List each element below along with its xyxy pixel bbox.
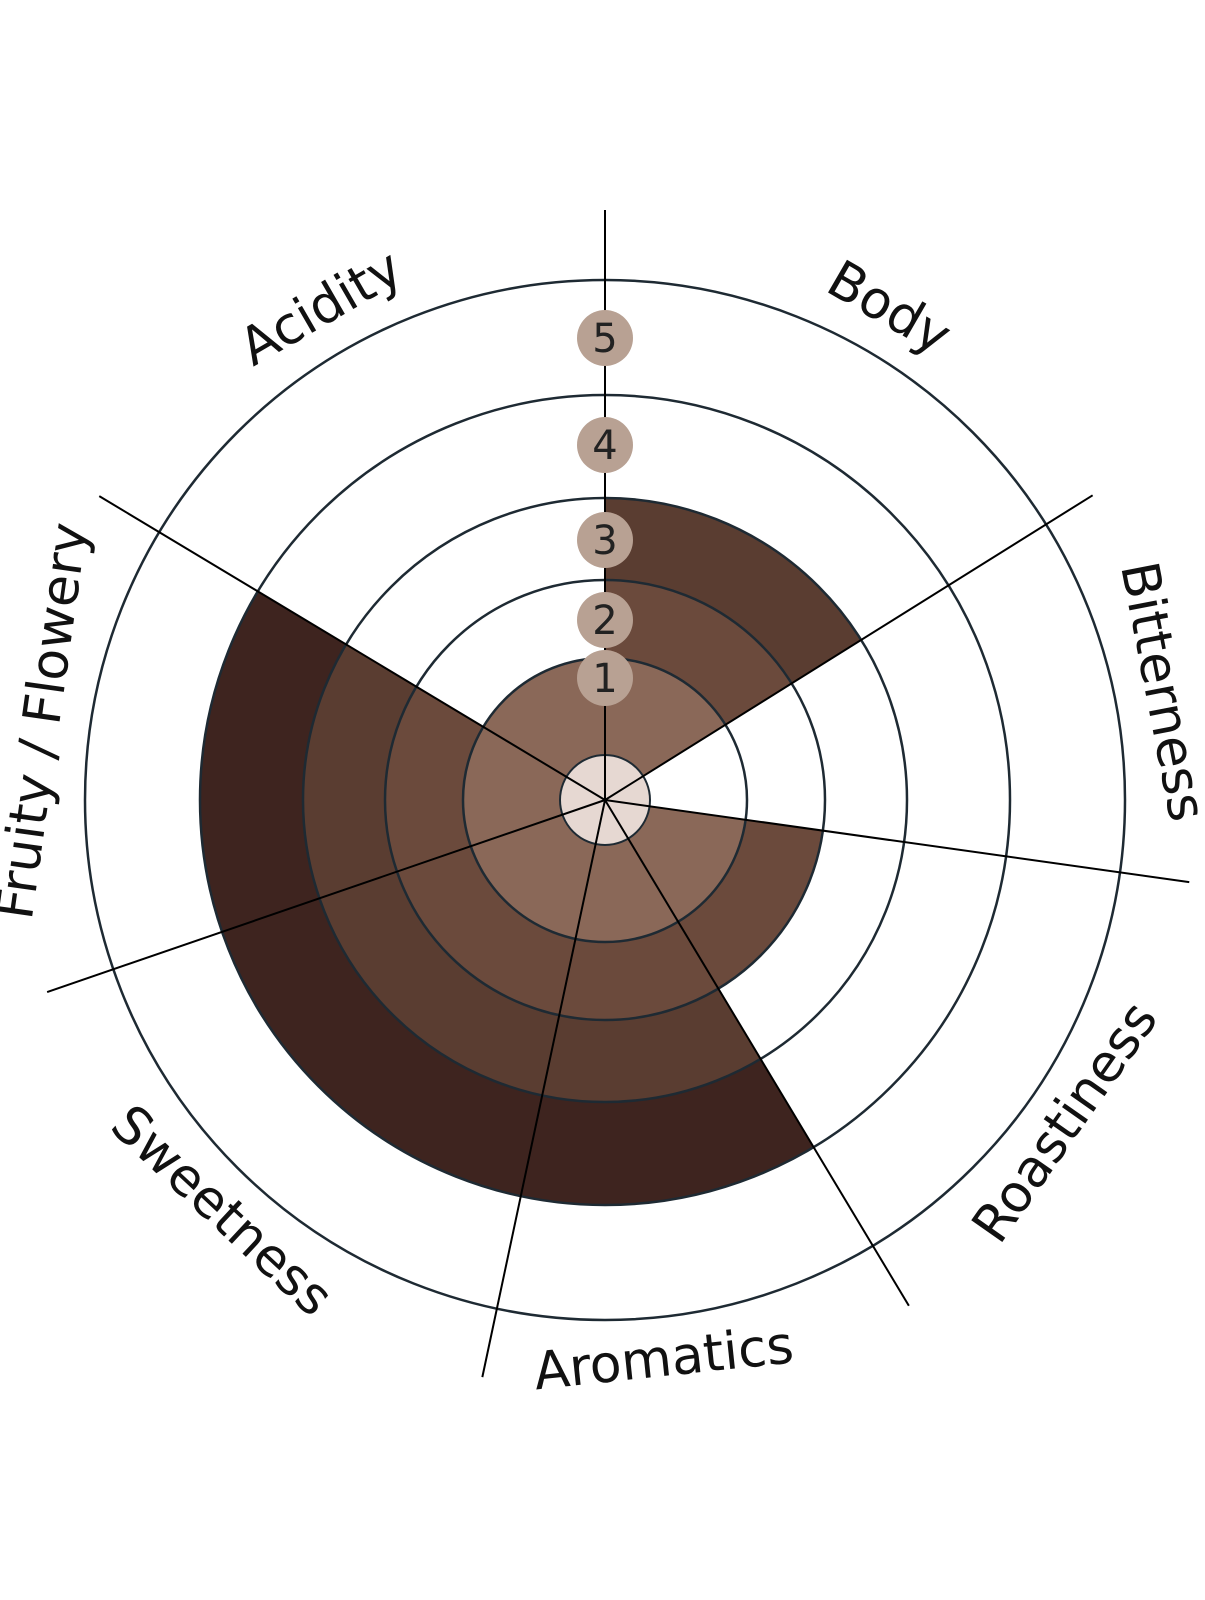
sector-fruity-flowery-level-3	[384, 686, 484, 872]
category-label-bitterness: Bitterness	[1108, 557, 1205, 826]
scale-label-1: 1	[592, 656, 617, 702]
scale-label-2: 2	[592, 598, 617, 644]
scale-badge-5	[577, 310, 633, 366]
scale-label-5: 5	[592, 316, 617, 362]
category-label-fruity-flowery: Fruity / Flowery	[0, 519, 100, 923]
sector-aromatics-level-2	[575, 838, 679, 942]
category-label-roastiness: Roastiness	[961, 991, 1170, 1254]
sector-roastiness-level-2	[628, 806, 746, 922]
divider-line	[604, 799, 910, 1307]
divider-line	[604, 494, 1094, 801]
divider-line	[46, 799, 606, 994]
divider-line	[481, 799, 606, 1378]
chart-sectors	[199, 498, 862, 1205]
sector-aromatics-level-3	[559, 921, 719, 1020]
category-label-body: Body	[817, 249, 961, 367]
sector-aromatics-level-4	[542, 988, 761, 1102]
scale-badge-1	[577, 650, 633, 706]
sector-acidity-level-2	[483, 658, 605, 777]
category-label-aromatics: Aromatics	[531, 1315, 797, 1402]
category-label-acidity: Acidity	[230, 238, 413, 378]
scale-badge-3	[577, 512, 633, 568]
sector-roastiness-level-3	[678, 819, 823, 989]
sector-body-level-3	[605, 580, 792, 725]
sector-fruity-flowery-level-4	[302, 644, 417, 899]
divider-line	[98, 495, 606, 801]
sector-fruity-flowery-level-2	[463, 726, 567, 847]
sector-aromatics-level-5	[520, 1058, 814, 1205]
category-label-sweetness: Sweetness	[99, 1094, 344, 1328]
sector-body-level-4	[605, 498, 862, 684]
divider-line	[604, 799, 1190, 884]
sector-sweetness-level-3	[396, 846, 576, 1016]
scale-labels: 1 2 3 4 5	[577, 310, 633, 706]
sector-sweetness-level-2	[470, 814, 596, 939]
sector-sweetness-level-4	[319, 871, 560, 1096]
scale-badge-2	[577, 592, 633, 648]
sector-fruity-flowery-level-5	[199, 591, 347, 932]
scale-badge-4	[577, 417, 633, 473]
sector-body-level-2	[605, 658, 726, 777]
scale-label-3: 3	[592, 518, 617, 564]
chart-grid	[46, 210, 1190, 1378]
sector-sweetness-level-5	[222, 898, 543, 1197]
scale-label-4: 4	[592, 423, 617, 469]
